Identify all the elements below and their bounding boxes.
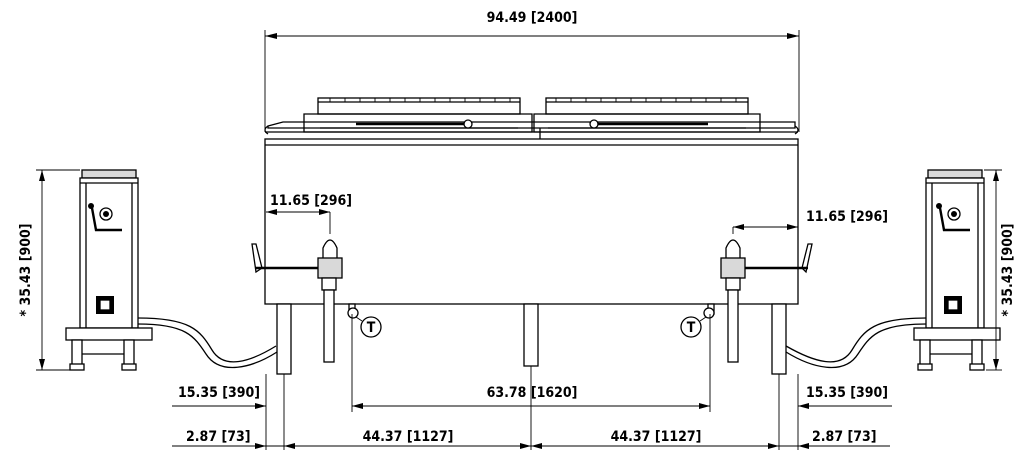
- right-thermostat-label: T: [687, 320, 696, 336]
- left-thermostat-callout: T: [347, 307, 382, 338]
- left-half-span-label: 44.37 [1127]: [363, 429, 454, 445]
- leg-left-outer: [276, 303, 292, 375]
- svg-text:* 35.43 [900]: * 35.43 [900]: [1000, 223, 1016, 316]
- fryer-legs: [276, 303, 787, 375]
- left-faucet: [251, 239, 343, 363]
- left-control-box: [65, 169, 153, 371]
- right-faucet-dimension: 11.65 [296]: [732, 209, 888, 234]
- right-edge-offset-label: 2.87 [73]: [812, 429, 877, 445]
- left-faucet-dimension: 11.65 [296]: [266, 193, 352, 234]
- right-box-height-dimension: * 35.43 [900]: [984, 169, 1016, 371]
- left-thermostat-label: T: [367, 320, 376, 336]
- left-leg-offset-label: 15.35 [390]: [178, 385, 260, 401]
- bottom-dimensions-row-1: 15.35 [390] 63.78 [1620] 15.35 [390]: [172, 314, 892, 412]
- overall-width-dimension: 94.49 [2400]: [264, 10, 800, 132]
- overall-width-label: 94.49 [2400]: [487, 10, 578, 26]
- left-height-marker: *: [18, 310, 34, 317]
- right-vat: [533, 97, 761, 133]
- right-half-span-label: 44.37 [1127]: [611, 429, 702, 445]
- left-box-height-label: 35.43 [900]: [18, 223, 34, 305]
- right-faucet: [720, 239, 813, 363]
- bottom-dimensions-row-2: 2.87 [73] 44.37 [1127] 44.37 [1127] 2.87…: [172, 366, 890, 450]
- left-edge-offset-label: 2.87 [73]: [186, 429, 251, 445]
- right-control-box: [913, 169, 1001, 371]
- left-vat: [303, 97, 533, 133]
- left-box-height-dimension: * 35.43 [900]: [18, 169, 80, 371]
- right-thermostat-callout: T: [680, 307, 715, 338]
- svg-text:* 35.43 [900]: * 35.43 [900]: [18, 223, 34, 316]
- right-height-marker: *: [1000, 310, 1016, 317]
- gas-hoses: [137, 317, 927, 369]
- right-box-height-label: 35.43 [900]: [1000, 223, 1016, 305]
- right-faucet-offset-label: 11.65 [296]: [806, 209, 888, 225]
- center-span-label: 63.78 [1620]: [487, 385, 578, 401]
- left-faucet-offset-label: 11.65 [296]: [270, 193, 352, 209]
- right-leg-offset-label: 15.35 [390]: [806, 385, 888, 401]
- leg-right-outer: [771, 303, 787, 375]
- leg-center: [523, 303, 539, 367]
- fryer-body: [264, 97, 799, 305]
